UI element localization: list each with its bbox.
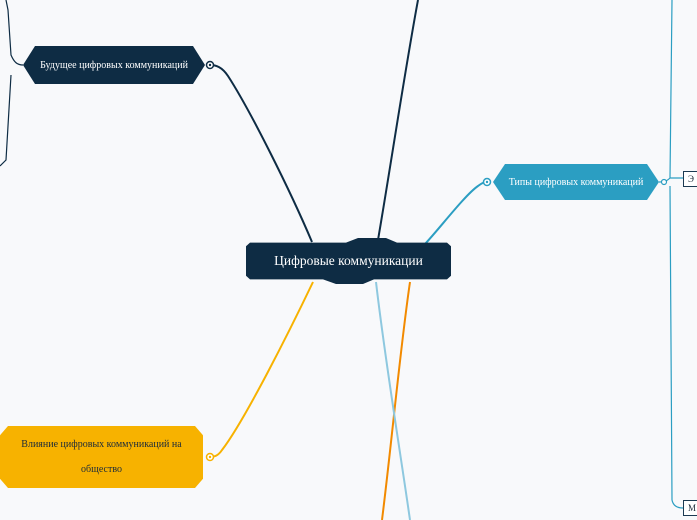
central-topic-label: Цифровые коммуникации — [274, 253, 423, 268]
connector-future-children — [0, 0, 24, 167]
topic-node-impact[interactable]: Влияние цифровых коммуникаций на обществ… — [0, 426, 203, 488]
subtopic-node-upper[interactable]: Э — [683, 171, 697, 187]
subtopic-label-lower: М — [688, 503, 697, 513]
connector-central-types — [424, 181, 489, 245]
connector-central-bottom-lightblue — [375, 281, 411, 520]
subtopic-node-lower[interactable]: М — [683, 500, 697, 516]
subtopic-label-upper: Э — [688, 174, 694, 184]
central-topic-node[interactable]: Цифровые коммуникации — [246, 238, 451, 284]
topic-node-types[interactable]: Типы цифровых коммуникаций — [493, 164, 659, 200]
connector-central-impact — [209, 281, 314, 458]
topic-node-future[interactable]: Будущее цифровых коммуникаций — [23, 46, 205, 84]
collapse-handle-types-right[interactable] — [660, 178, 668, 186]
connector-types-children — [658, 0, 684, 509]
topic-label-impact: Влияние цифровых коммуникаций на обществ… — [21, 439, 182, 475]
connector-central-bottom-orange — [381, 281, 411, 520]
topic-label-future: Будущее цифровых коммуникаций — [40, 59, 188, 71]
connector-central-future — [209, 64, 313, 243]
topic-label-types: Типы цифровых коммуникаций — [508, 176, 644, 188]
connector-central-top — [377, 0, 419, 241]
